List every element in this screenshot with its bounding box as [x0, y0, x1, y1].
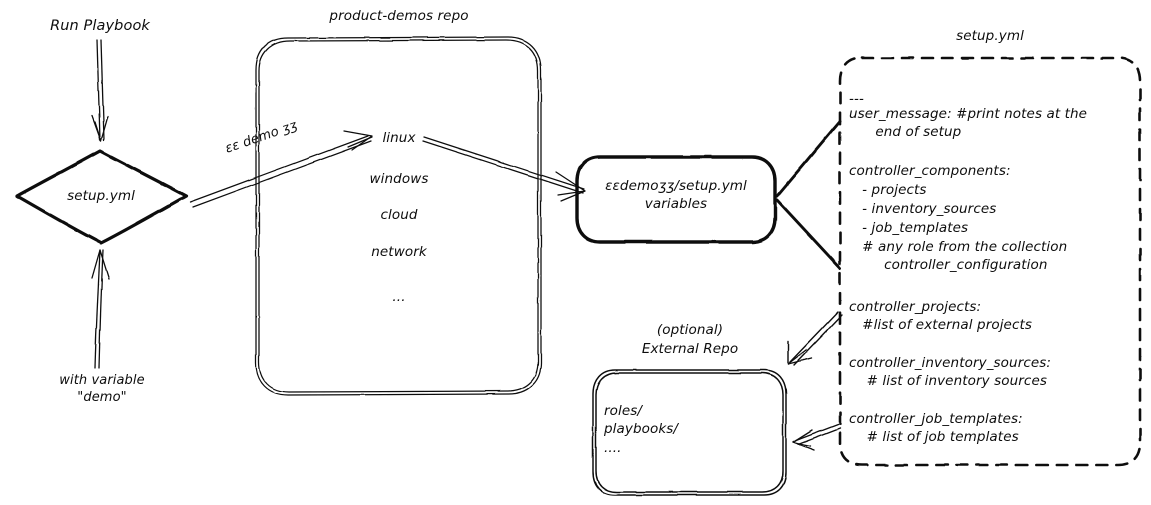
run-playbook-label: Run Playbook	[50, 18, 150, 34]
arrow-projects-to-external-repo	[787, 311, 843, 366]
setup-yml-line-0: ---	[849, 91, 864, 107]
setup-yml-panel-title: setup.yml	[956, 28, 1024, 44]
repo-item-linux[interactable]: linux	[382, 130, 416, 146]
center-node-label-line2: variables	[644, 196, 708, 212]
repo-container	[255, 36, 542, 396]
setup-yml-line-2: end of setup	[849, 124, 962, 140]
external-repo-line-roles: roles/	[604, 403, 643, 419]
decision-node-setup-yml	[15, 149, 188, 245]
center-node-demo-setup-variables	[575, 155, 777, 244]
external-repo-line-ellipsis: ....	[604, 440, 622, 456]
setup-yml-line-14: controller_inventory_sources:	[849, 355, 1052, 371]
setup-yml-line-6: - inventory_sources	[849, 201, 997, 217]
setup-yml-line-1: user_message: #print notes at the	[849, 106, 1088, 122]
setup-yml-line-15: # list of inventory sources	[849, 373, 1047, 389]
repo-item-windows[interactable]: windows	[369, 171, 429, 187]
setup-yml-line-7: - job_templates	[849, 220, 969, 236]
external-repo-caption-line1: (optional)	[656, 322, 724, 338]
arrow-linux-to-center	[422, 136, 586, 202]
connector-center-to-setupyml-bottom	[775, 198, 842, 270]
setup-yml-line-12: #list of external projects	[849, 317, 1033, 333]
decision-node-label: setup.yml	[67, 188, 135, 204]
setup-yml-line-11: controller_projects:	[849, 299, 982, 315]
arrow-demo-to-linux	[189, 130, 373, 208]
with-variable-label-line2: "demo"	[77, 390, 127, 405]
external-repo-line-playbooks: playbooks/	[604, 421, 679, 437]
external-repo-caption-line2: External Repo	[641, 341, 739, 357]
setup-yml-line-18: # list of job templates	[849, 429, 1019, 445]
connector-center-to-setupyml-top	[775, 119, 842, 198]
setup-yml-line-9: controller_configuration	[849, 257, 1048, 273]
arrow-run-playbook	[91, 39, 109, 142]
setup-yml-line-8: # any role from the collection	[849, 239, 1068, 255]
setup-yml-line-4: controller_components:	[849, 163, 1011, 179]
setup-yml-line-17: controller_job_templates:	[849, 411, 1023, 427]
arrow-job-templates-to-external-repo	[792, 423, 841, 451]
setup-yml-panel	[838, 56, 1142, 467]
repo-title: product-demos repo	[329, 8, 469, 24]
setup-yml-line-5: - projects	[849, 182, 927, 198]
repo-item-network[interactable]: network	[371, 244, 427, 260]
external-repo-container	[592, 369, 787, 496]
repo-item-cloud[interactable]: cloud	[380, 207, 418, 223]
arrow-with-variable	[91, 249, 110, 369]
center-node-label-line1: εεdemoʒʒ/setup.yml	[605, 178, 747, 194]
with-variable-label-line1: with variable	[59, 373, 145, 388]
repo-item-ellipsis: ...	[392, 289, 406, 305]
